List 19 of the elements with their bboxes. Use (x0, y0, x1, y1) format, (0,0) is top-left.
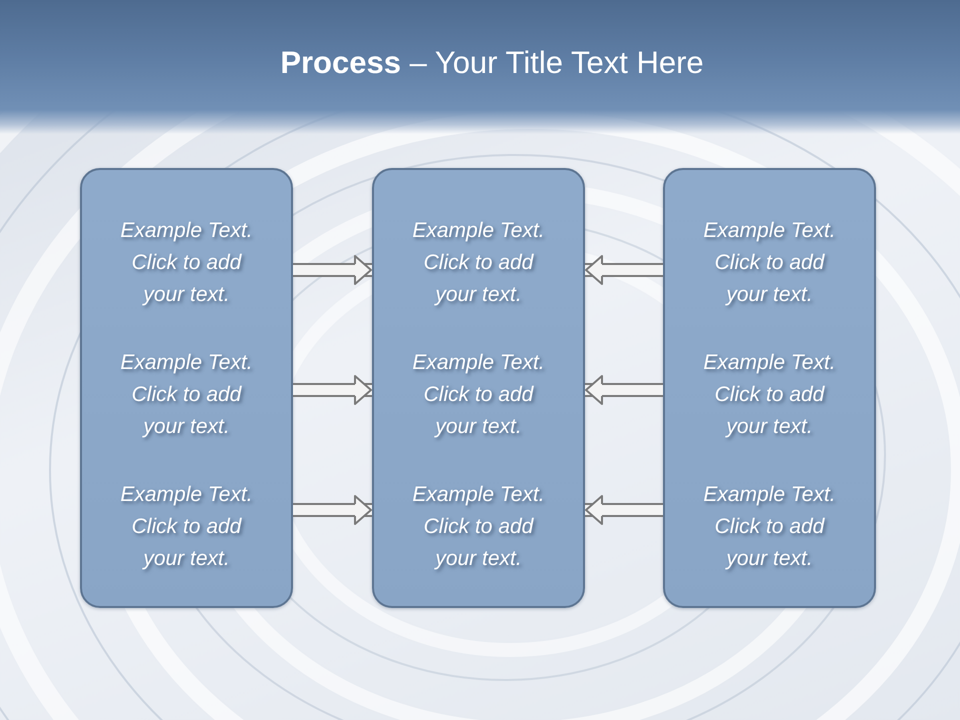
body-text: Example Text. Click to add your text. (702, 218, 837, 308)
body-text: Example Text. Click to add your text. (702, 350, 837, 440)
process-box (80, 168, 293, 608)
body-text: Example Text. Click to add your text. (119, 218, 254, 308)
arrow (293, 255, 372, 285)
body-text: Example Text. Click to add your text. (119, 350, 254, 440)
arrow (585, 255, 663, 285)
arrow (585, 375, 663, 405)
body-text: Example Text. Click to add your text. (119, 482, 254, 572)
body-text: Example Text. Click to add your text. (411, 350, 546, 440)
body-text: Example Text. Click to add your text. (411, 218, 546, 308)
process-box (663, 168, 876, 608)
arrow (293, 495, 372, 525)
arrow (585, 495, 663, 525)
body-text: Example Text. Click to add your text. (702, 482, 837, 572)
arrow (293, 375, 372, 405)
slide-title: Process – Your Title Text Here (280, 45, 704, 81)
body-text: Example Text. Click to add your text. (411, 482, 546, 572)
process-box (372, 168, 585, 608)
